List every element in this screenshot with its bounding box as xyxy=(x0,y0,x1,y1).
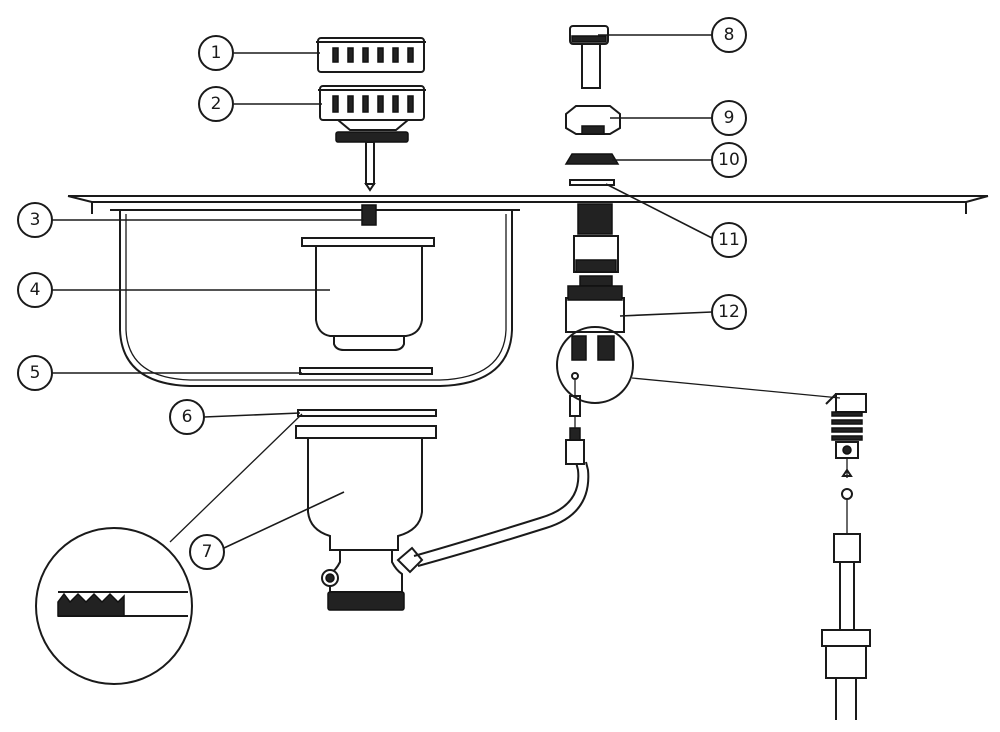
part-9-nut xyxy=(565,105,621,135)
sink-rim xyxy=(67,195,989,214)
callout-3: 3 xyxy=(17,202,53,238)
overflow-hose xyxy=(413,372,590,567)
thread-ridges xyxy=(831,411,863,441)
callout-9: 9 xyxy=(711,100,747,136)
sink-bowl xyxy=(119,210,513,387)
callout-8: 8 xyxy=(711,17,747,53)
part-1-strainer-basket xyxy=(316,37,426,73)
callout-7-label: 7 xyxy=(202,542,213,562)
callout-4: 4 xyxy=(17,272,53,308)
callout-1-label: 1 xyxy=(211,43,222,63)
detail-threaded-cable xyxy=(821,393,871,720)
callout-11: 11 xyxy=(711,222,747,258)
callout-7: 7 xyxy=(189,534,225,570)
callout-10-label: 10 xyxy=(718,150,740,170)
part-2-basket-with-stem xyxy=(318,85,426,192)
callout-5: 5 xyxy=(17,355,53,391)
part-12-overflow-assembly xyxy=(565,203,625,361)
callout-10: 10 xyxy=(711,142,747,178)
callout-11-label: 11 xyxy=(718,230,740,250)
basket-slots xyxy=(332,47,414,63)
callout-5-label: 5 xyxy=(30,363,41,383)
callout-4-label: 4 xyxy=(30,280,41,300)
callout-6: 6 xyxy=(169,399,205,435)
callout-3-label: 3 xyxy=(30,210,41,230)
part-8-knob xyxy=(569,25,609,89)
callout-12: 12 xyxy=(711,294,747,330)
part-6-gasket xyxy=(297,409,437,417)
callout-8-label: 8 xyxy=(724,25,735,45)
basket-slots-2 xyxy=(332,95,414,113)
detail-magnifier-connector xyxy=(556,326,841,404)
part-11-gasket xyxy=(569,179,615,186)
part-5-gasket xyxy=(299,367,433,375)
callout-2: 2 xyxy=(198,86,234,122)
part-3-fitting xyxy=(361,204,377,226)
leader-lines xyxy=(52,34,713,549)
callout-1: 1 xyxy=(198,35,234,71)
part-10-washer xyxy=(564,153,620,165)
part-4-drain-body xyxy=(301,237,435,351)
callout-2-label: 2 xyxy=(211,94,222,114)
callout-12-label: 12 xyxy=(718,302,740,322)
part-7-lower-body xyxy=(295,425,437,611)
detail-gasket-inset xyxy=(35,413,303,685)
callout-6-label: 6 xyxy=(182,407,193,427)
callout-9-label: 9 xyxy=(724,108,735,128)
